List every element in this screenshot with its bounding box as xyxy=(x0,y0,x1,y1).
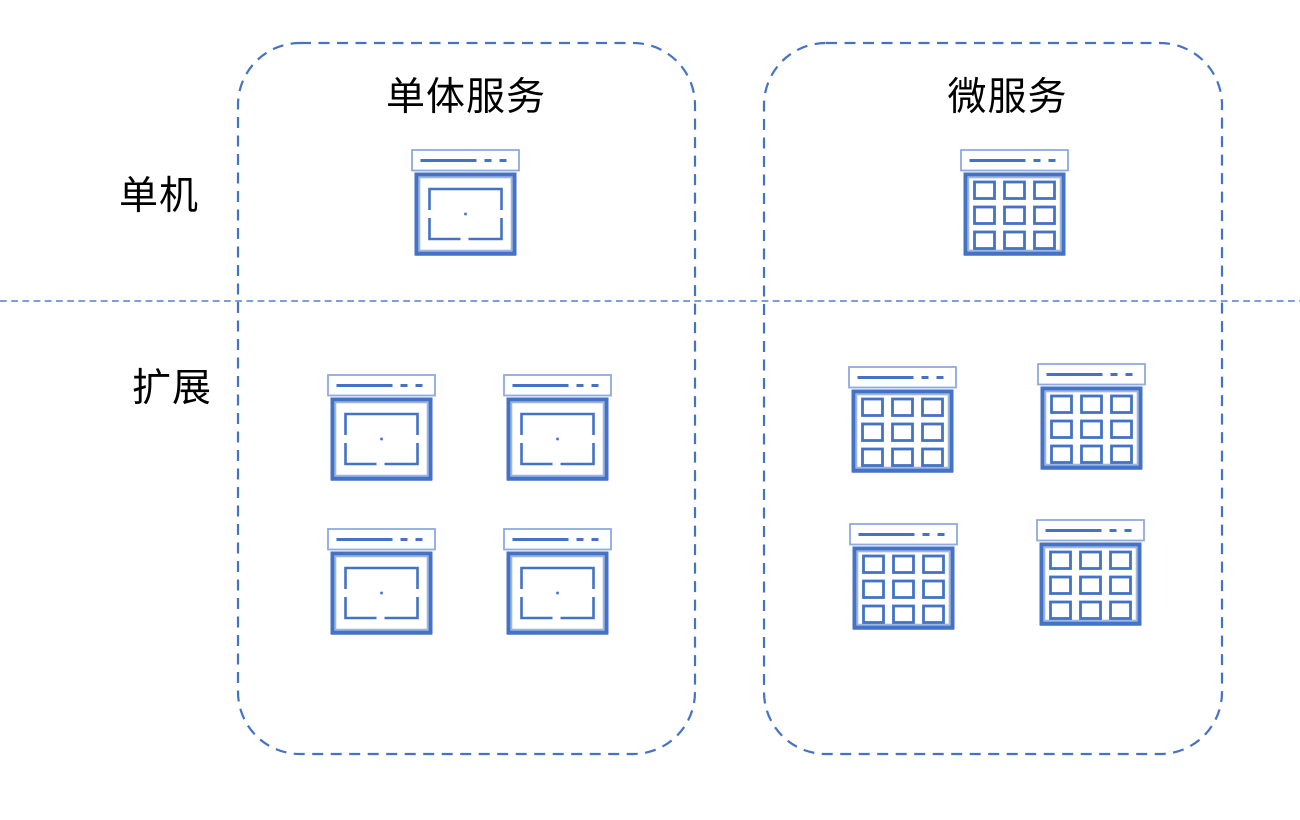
browser-window-icon xyxy=(326,527,437,637)
grid-window-icon xyxy=(848,522,959,632)
microservices-panel-border xyxy=(762,41,1224,756)
microservices-column-title: 微服务 xyxy=(947,76,1068,119)
browser-window-icon xyxy=(502,527,613,637)
grid-window-icon xyxy=(847,365,958,475)
grid-window-icon xyxy=(1035,518,1146,628)
browser-window-icon xyxy=(410,148,521,258)
browser-window-icon xyxy=(326,373,437,483)
row-label-scale: 扩展 xyxy=(132,367,213,410)
row-label-single-machine: 单机 xyxy=(119,175,200,218)
browser-window-icon xyxy=(502,373,613,483)
grid-window-icon xyxy=(1036,362,1147,472)
grid-window-icon xyxy=(959,148,1070,258)
monolith-panel-border xyxy=(236,41,697,756)
monolith-column-title: 单体服务 xyxy=(385,76,546,119)
